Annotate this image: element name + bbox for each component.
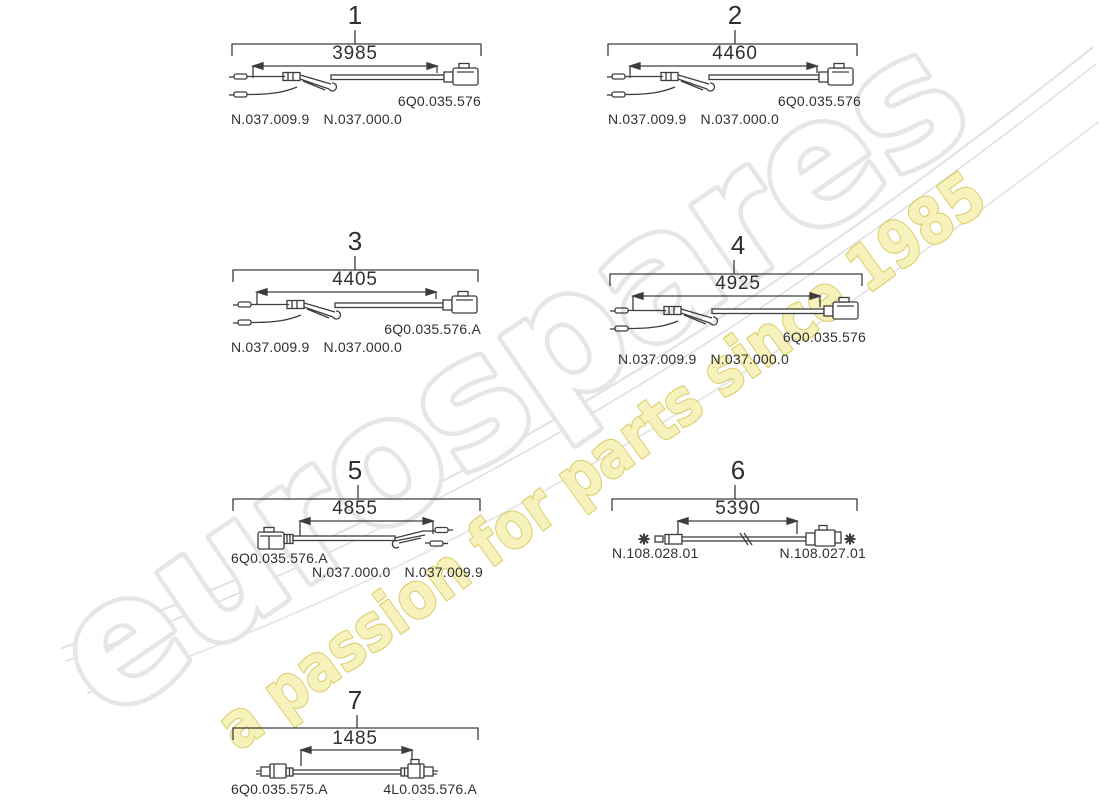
part-item-3: 3 4405 6Q0.0 [225,226,485,361]
item-number: 7 [347,685,363,715]
part-number-label: N.037.009.9 [618,351,697,367]
cable-shape [257,526,453,550]
dimension-line [250,61,440,78]
length-dimension: 3985 [332,43,378,64]
cable-shape [229,62,479,98]
part-item-1: 1 3985 6Q0.0 [225,0,485,135]
part-number-row: N.037.000.0 N.037.009.9 [312,565,483,580]
harness-drawing [607,30,858,98]
part-number-label: 6Q0.035.576 [782,329,866,345]
dimension-line [675,516,800,535]
cable-shape [233,290,478,326]
cable-shape [256,758,438,779]
part-number-label: N.037.000.0 [323,339,402,355]
dimension-line [630,291,823,310]
dimension-line [254,287,439,304]
part-number-label: 4L0.035.576.A [383,781,477,797]
length-dimension: 4405 [332,269,378,290]
part-item-5: 5 4855 6Q0.035.576.A N. [225,455,485,590]
part-number-label: N.037.009.9 [231,339,310,355]
harness-drawing [229,30,482,98]
part-number-label: 6Q0.035.575.A [231,781,328,797]
part-number-row: N.037.009.9 N.037.000.0 [231,112,402,127]
watermark-swoosh [60,46,1099,694]
dimension-bracket [232,715,479,740]
part-number-label: 6Q0.035.576.A [231,550,328,566]
fastener-icon [844,533,856,545]
item-number: 3 [347,226,363,256]
part-number-label: 6Q0.035.576 [777,93,861,109]
part-number-label: N.037.000.0 [710,351,789,367]
length-dimension: 4925 [715,273,761,294]
part-item-4: 4 4925 6Q0.0 [608,230,868,370]
part-number-label: N.108.028.01 [612,545,699,561]
item-number: 2 [727,0,743,30]
part-number-row: N.037.009.9 N.037.000.0 [231,340,402,355]
part-number-label: 6Q0.035.576 [397,93,481,109]
dimension-bracket [611,485,858,511]
item-number: 4 [730,230,746,260]
harness-drawing [232,256,479,326]
item-number: 1 [347,0,363,30]
item-number: 6 [730,455,746,485]
length-dimension: 5390 [715,498,761,519]
cable-shape [607,62,854,98]
harness-drawing [609,260,863,332]
part-number-row: N.037.009.9 N.037.000.0 [618,352,789,367]
part-item-2: 2 4460 6Q0.0 [605,0,865,135]
part-number-label: N.037.009.9 [231,111,310,127]
part-item-6: 6 5390 [608,455,868,565]
part-number-label: N.037.000.0 [700,111,779,127]
length-dimension: 4460 [712,43,758,64]
cable-shape [654,524,842,547]
part-number-label: N.037.000.0 [323,111,402,127]
dimension-bracket [609,260,863,286]
dimension-line [298,745,415,766]
part-number-row: N.037.009.9 N.037.000.0 [608,112,779,127]
part-number-label: N.037.009.9 [608,111,687,127]
length-dimension: 1485 [332,728,378,749]
fastener-icon [638,533,650,545]
part-number-label: N.108.027.01 [779,545,866,561]
harness-drawing [232,715,479,779]
harness-drawing [611,485,858,547]
length-dimension: 4855 [332,498,378,519]
dimension-bracket [231,30,482,56]
cable-shape [610,296,859,332]
harness-drawing [232,485,481,550]
part-item-7: 7 1485 6Q0.035.575.A [225,685,485,800]
part-number-label: N.037.000.0 [312,564,391,580]
dimension-bracket [232,256,479,282]
part-number-label: 6Q0.035.576.A [384,321,481,337]
item-number: 5 [347,455,363,485]
dimension-bracket [232,485,481,511]
dimension-bracket [607,30,858,56]
part-number-label: N.037.009.9 [404,564,483,580]
